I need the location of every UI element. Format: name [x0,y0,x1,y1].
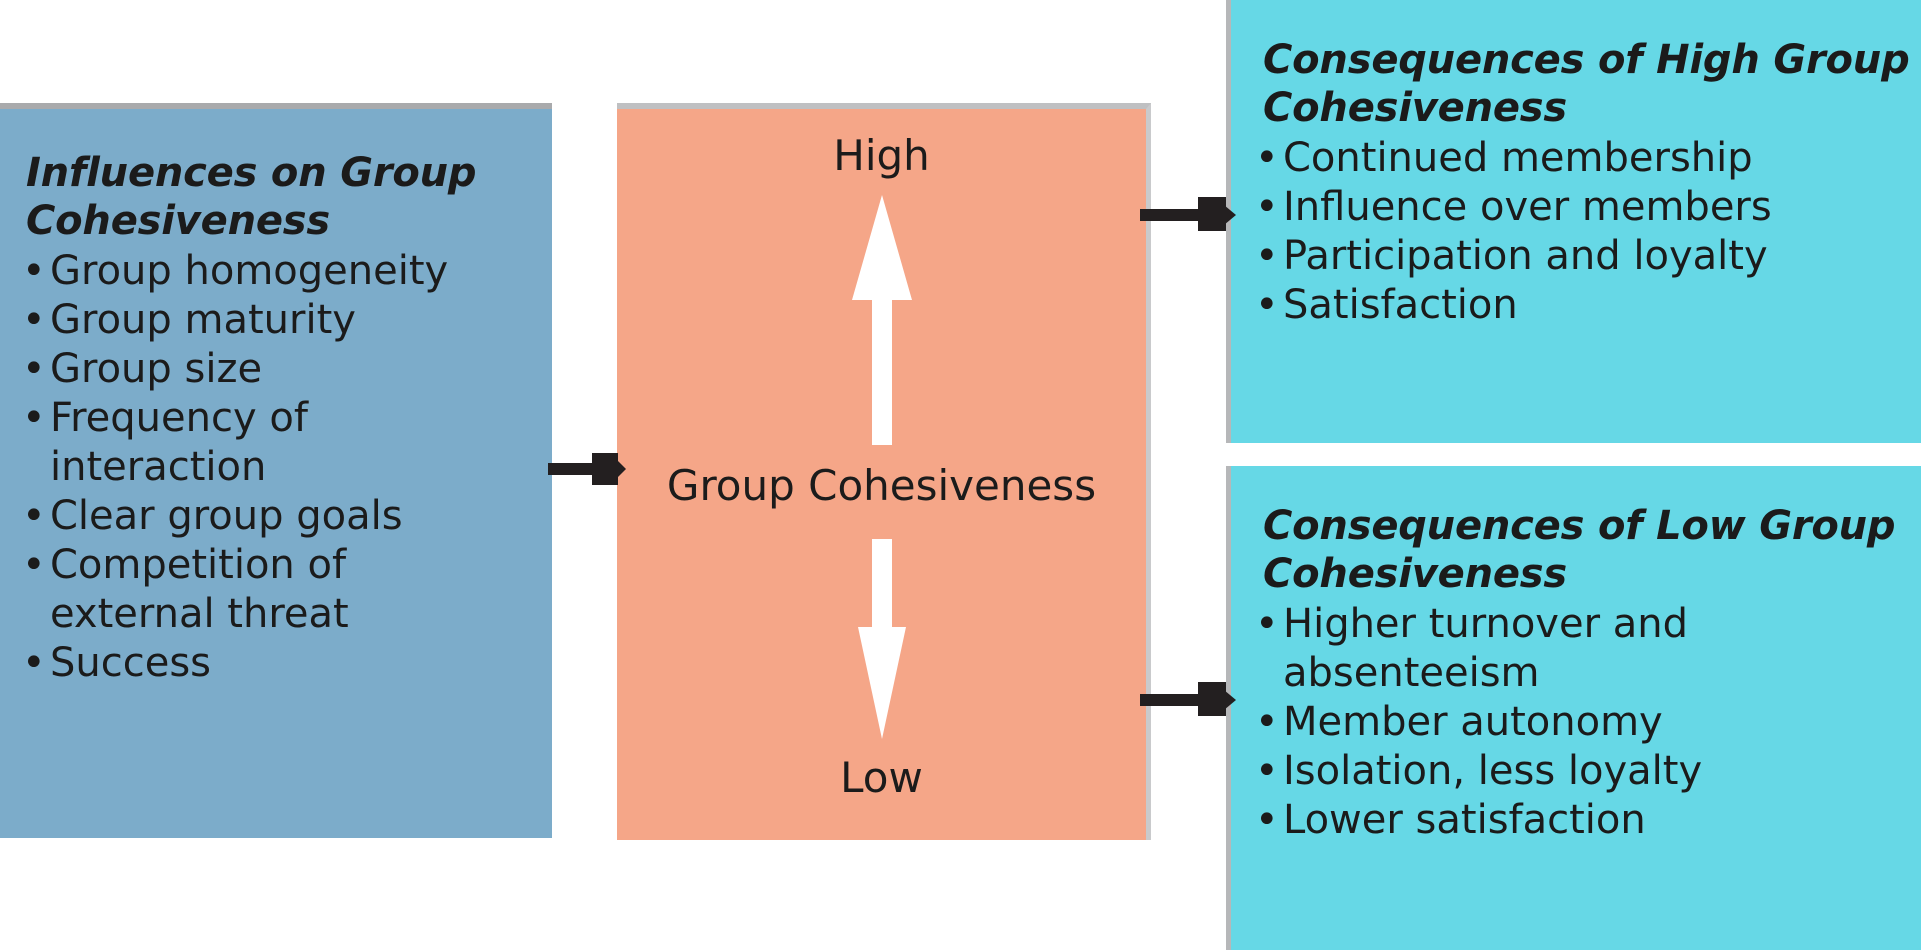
list-item: Lower satisfaction [1249,796,1911,845]
list-item: Success [14,639,538,688]
list-item: Group homogeneity [14,247,538,296]
connector-cohesiveness-to-high [1140,183,1236,247]
consequences-high-panel: Consequences of High Group Cohesiveness … [1226,0,1921,443]
consequences-low-list: Higher turnover and absenteeism Member a… [1249,600,1911,845]
consequences-high-list: Continued membership Influence over memb… [1249,134,1911,330]
up-arrow-icon [842,195,922,449]
list-item: Clear group goals [14,492,538,541]
list-item: Higher turnover and absenteeism [1249,600,1911,698]
list-item: Competition of external threat [14,541,538,639]
scale-label-high: High [833,131,930,180]
cohesiveness-center-label: Group Cohesiveness [666,461,1097,510]
list-item: Frequency of interaction [14,394,538,492]
consequences-low-panel: Consequences of Low Group Cohesiveness H… [1226,466,1921,950]
list-item: Influence over members [1249,183,1911,232]
influences-list: Group homogeneity Group maturity Group s… [14,247,538,688]
influences-panel-title: Influences on Group Cohesiveness [26,150,477,244]
connector-influences-to-cohesiveness [548,437,626,501]
list-item: Isolation, less loyalty [1249,747,1911,796]
cohesiveness-panel: High Group Cohesiveness Low [617,103,1151,840]
down-arrow-icon [842,539,922,743]
list-item: Participation and loyalty [1249,232,1911,281]
list-item: Satisfaction [1249,281,1911,330]
influences-panel: Influences on Group Cohesiveness Group h… [0,103,552,838]
connector-cohesiveness-to-low [1140,668,1236,732]
list-item: Member autonomy [1249,698,1911,747]
scale-label-low: Low [840,753,923,802]
list-item: Group size [14,345,538,394]
consequences-low-title: Consequences of Low Group Cohesiveness [1263,503,1896,597]
consequences-high-title: Consequences of High Group Cohesiveness [1263,37,1910,131]
list-item: Group maturity [14,296,538,345]
list-item: Continued membership [1249,134,1911,183]
